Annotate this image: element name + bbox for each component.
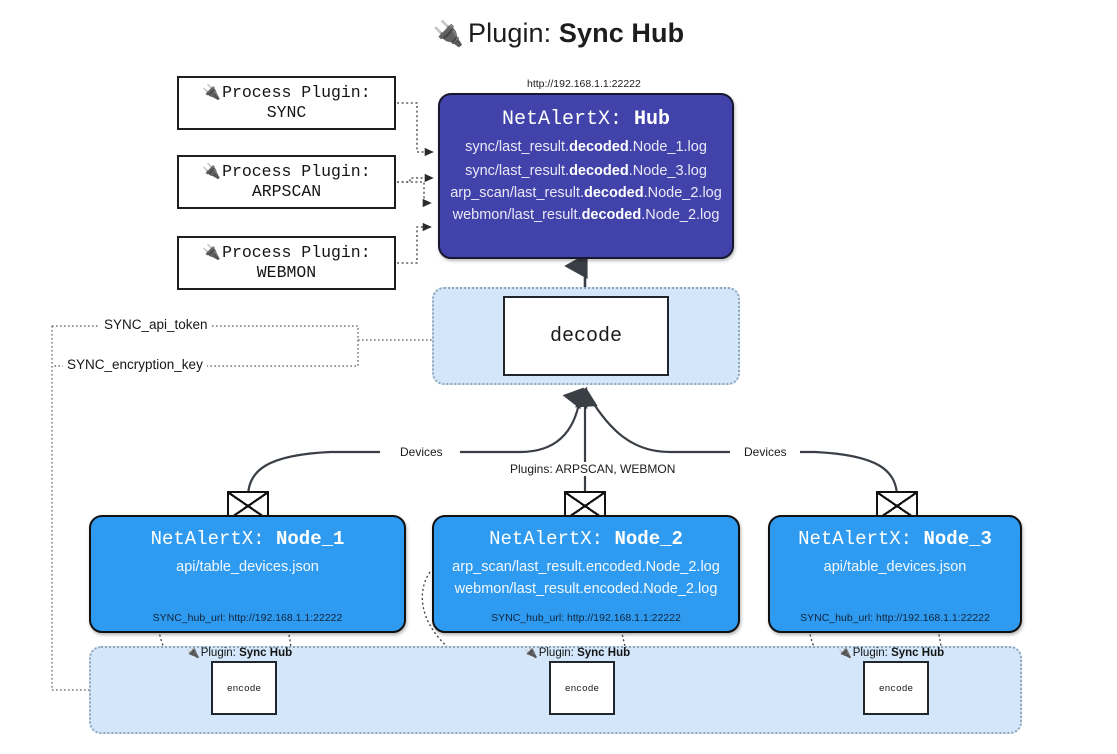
sync-encryption-key-label: SYNC_encryption_key	[63, 357, 207, 372]
page-title: 🔌Plugin: Sync Hub	[0, 18, 1117, 49]
decode-box[interactable]: decode	[503, 296, 669, 376]
node-hub-url: SYNC_hub_url: http://192.168.1.1:22222	[491, 612, 681, 624]
node-name: Node_2	[614, 528, 683, 550]
plug-icon: 🔌	[202, 82, 222, 101]
process-plugin-webmon[interactable]: 🔌Process Plugin: WEBMON	[177, 236, 396, 290]
node-resource: api/table_devices.json	[823, 559, 967, 575]
encode-box-node-3[interactable]: encode	[863, 661, 929, 715]
hub-log-entry: webmon/last_result.decoded.Node_2.log	[452, 207, 720, 223]
process-plugin-arpscan[interactable]: 🔌Process Plugin: ARPSCAN	[177, 155, 396, 209]
plug-icon: 🔌	[838, 646, 852, 659]
node-2[interactable]: NetAlertX: Node_2 arp_scan/last_result.e…	[432, 515, 740, 633]
encode-plugin-label: 🔌Plugin: Sync Hub	[186, 646, 293, 659]
encode-plugin-label: 🔌Plugin: Sync Hub	[838, 646, 945, 659]
encode-box-node-1[interactable]: encode	[211, 661, 277, 715]
encode-box-node-2[interactable]: encode	[549, 661, 615, 715]
node-resource: api/table_devices.json	[176, 559, 319, 575]
node-name: Node_3	[923, 528, 992, 550]
node-resource: webmon/last_result.encoded.Node_2.log	[454, 581, 718, 597]
process-plugin-label: Process Plugin:	[222, 242, 371, 262]
node-name: Node_1	[276, 528, 345, 550]
plug-icon: 🔌	[524, 646, 538, 659]
devices-label-right: Devices	[740, 445, 791, 459]
process-plugin-name: SYNC	[266, 103, 307, 122]
process-plugin-label: Process Plugin:	[222, 82, 371, 102]
encode-plugin-label: 🔌Plugin: Sync Hub	[524, 646, 631, 659]
hub-log-entry: sync/last_result.decoded.Node_3.log	[465, 163, 707, 179]
plug-icon: 🔌	[202, 161, 222, 180]
hub-title-name: Hub	[634, 108, 671, 131]
node-resource: arp_scan/last_result.encoded.Node_2.log	[452, 559, 720, 575]
process-plugin-name: ARPSCAN	[251, 182, 322, 201]
node-hub-url: SYNC_hub_url: http://192.168.1.1:22222	[152, 612, 343, 624]
sync-api-token-label: SYNC_api_token	[100, 317, 212, 332]
process-plugin-name: WEBMON	[256, 263, 317, 282]
plug-icon: 🔌	[432, 20, 465, 48]
title-name: Sync Hub	[558, 18, 685, 48]
hub-title-prefix: NetAlertX:	[501, 108, 622, 131]
process-plugin-sync[interactable]: 🔌Process Plugin: SYNC	[177, 76, 396, 130]
title-prefix: Plugin:	[468, 18, 552, 48]
hub-log-entry: sync/last_result.decoded.Node_1.log	[465, 139, 707, 155]
plugins-label-center: Plugins: ARPSCAN, WEBMON	[506, 462, 680, 476]
process-plugin-label: Process Plugin:	[222, 161, 371, 181]
plug-icon: 🔌	[202, 242, 222, 261]
envelope-icon	[564, 491, 606, 521]
plug-icon: 🔌	[186, 646, 200, 659]
hub-node[interactable]: NetAlertX: Hub sync/last_result.decoded.…	[438, 93, 734, 259]
devices-label-left: Devices	[396, 445, 447, 459]
hub-log-entry: arp_scan/last_result.decoded.Node_2.log	[450, 185, 722, 201]
node-1[interactable]: NetAlertX: Node_1 api/table_devices.json…	[89, 515, 406, 633]
hub-url: http://192.168.1.1:22222	[527, 78, 641, 90]
hub-title: NetAlertX: Hub	[502, 108, 670, 131]
node-3[interactable]: NetAlertX: Node_3 api/table_devices.json…	[768, 515, 1022, 633]
node-hub-url: SYNC_hub_url: http://192.168.1.1:22222	[800, 612, 990, 624]
